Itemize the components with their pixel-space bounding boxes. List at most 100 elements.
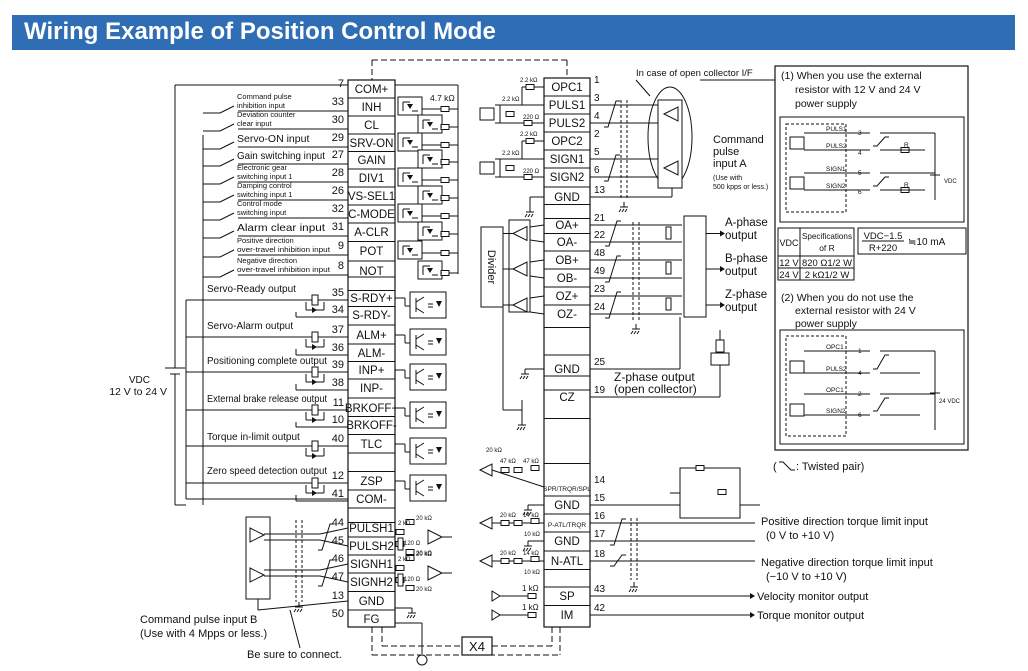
pin-number: 42 (594, 603, 606, 614)
input-label: Electronic gear (237, 163, 288, 172)
led-icon (436, 373, 442, 379)
ground-icon (522, 511, 526, 516)
resistor-value: 120 Ω (404, 541, 421, 547)
table-header: VDC (779, 238, 799, 248)
diode-icon (407, 140, 413, 145)
input-label: Negative direction (237, 256, 297, 265)
twisted-pair-icon (604, 100, 620, 128)
output-optocoupler-icon (409, 401, 447, 429)
pin-number: 6 (858, 189, 862, 196)
led-icon (436, 484, 442, 490)
bias-resistor (405, 585, 415, 591)
case2-heading: (2) When you do not use the (781, 292, 914, 304)
termination-resistor (397, 537, 404, 551)
encoder-wire (529, 259, 545, 263)
encoder-wire (529, 239, 545, 243)
b-phase-label: output (725, 266, 758, 278)
torque-monitor-label: Torque monitor output (757, 610, 864, 622)
twisted-pair-icon (873, 176, 889, 187)
ground-icon (519, 426, 523, 431)
input-label: inhibition input (237, 101, 286, 110)
resistor-symbol (527, 612, 537, 618)
resistor-symbol (530, 518, 540, 524)
ground-icon (412, 614, 416, 619)
pin-label: PULS2 (826, 143, 847, 150)
twisted-pair-icon (318, 559, 334, 587)
vdc-label: VDC (944, 179, 957, 185)
resistor-symbol (505, 165, 515, 171)
command-pulse-b-label: Command pulse input B (140, 614, 257, 626)
output-label: External brake release output (207, 394, 327, 405)
diode-icon (427, 193, 433, 198)
command-pulse-b-note: (Use with 4 Mpps or less.) (140, 628, 267, 640)
pin-signal-name: COM- (356, 494, 387, 506)
input-resistor (440, 124, 450, 130)
pin-number: 22 (594, 230, 606, 241)
resistor-value: 4.7 kΩ (430, 93, 455, 103)
pin-number: 27 (332, 149, 344, 161)
twisted-pair-legend: ( (773, 461, 777, 473)
line-driver-icon (662, 106, 679, 122)
pointer-line (635, 79, 651, 97)
pin-signal-name: FG (364, 614, 380, 626)
pin-number: 32 (332, 203, 344, 215)
line-driver-icon (427, 529, 444, 545)
pin-signal-name: OB- (557, 273, 578, 285)
pin-signal-name: TLC (361, 439, 383, 451)
resistor-value: 2.2 kΩ (502, 97, 520, 103)
opamp-icon (478, 463, 493, 477)
z-phase-oc-label: Z-phase output (614, 370, 695, 384)
arrow-icon (720, 302, 725, 308)
pin-signal-name: GND (554, 192, 580, 204)
pin-signal-name: BRKOFF- (346, 420, 397, 432)
table-cell: 12 V (779, 258, 799, 269)
pin-number: 21 (594, 213, 606, 224)
optocoupler-icon (789, 176, 805, 190)
ground-icon (633, 330, 637, 335)
ground-icon (406, 614, 410, 619)
encoder-wire (529, 311, 545, 315)
line-driver-icon (511, 225, 528, 242)
pin-number: 50 (332, 608, 344, 620)
resistor-value: 20 kΩ (416, 552, 432, 558)
formula-denominator: R+220 (869, 243, 897, 254)
switch-icon (219, 123, 235, 132)
pin-number: 41 (332, 488, 344, 500)
optocoupler-icon (789, 403, 805, 417)
output-optocoupler-icon (409, 363, 447, 391)
ground-icon (528, 511, 532, 516)
input-label: over-travel inhibition input (237, 265, 331, 274)
opamp-icon (478, 554, 493, 568)
input-label: Deviation counter (237, 110, 296, 119)
ground-icon (293, 608, 297, 613)
x4-connector-box (461, 636, 493, 656)
resistor-label: R (904, 182, 909, 189)
pullup-resistor (715, 339, 725, 353)
command-pulse-a-label: input A (713, 158, 747, 170)
line-driver-icon (249, 567, 266, 583)
command-pulse-a-note: 500 kpps or less.) (713, 184, 768, 191)
vdc-label: VDC (129, 375, 150, 386)
resistor-symbol (530, 556, 540, 562)
twisted-pair-icon (873, 397, 889, 412)
pin-number: 44 (332, 517, 344, 529)
pin-signal-name: PULSH2 (349, 541, 394, 553)
led-icon (436, 338, 442, 344)
line-driver-icon (662, 160, 679, 176)
table-header: of R (819, 243, 835, 253)
opc-resistor (525, 84, 535, 90)
line-receiver-block (683, 215, 707, 318)
input-label: switching input 1 (237, 172, 292, 181)
switch-icon (219, 141, 235, 150)
twisted-pair-legend: : Twisted pair) (796, 461, 864, 473)
pin-number: 17 (594, 529, 606, 540)
transistor-icon (415, 417, 425, 424)
pin-signal-name: OA- (557, 237, 578, 249)
switch-icon (219, 176, 235, 185)
resistor-value: 47 kΩ (500, 459, 516, 465)
pin-number: 23 (594, 284, 606, 295)
arrow-icon (750, 593, 755, 599)
z-phase-oc-label: (open collector) (614, 382, 697, 396)
twisted-pair-icon (610, 554, 626, 567)
pin-signal-name: S-RDY+ (350, 293, 393, 305)
